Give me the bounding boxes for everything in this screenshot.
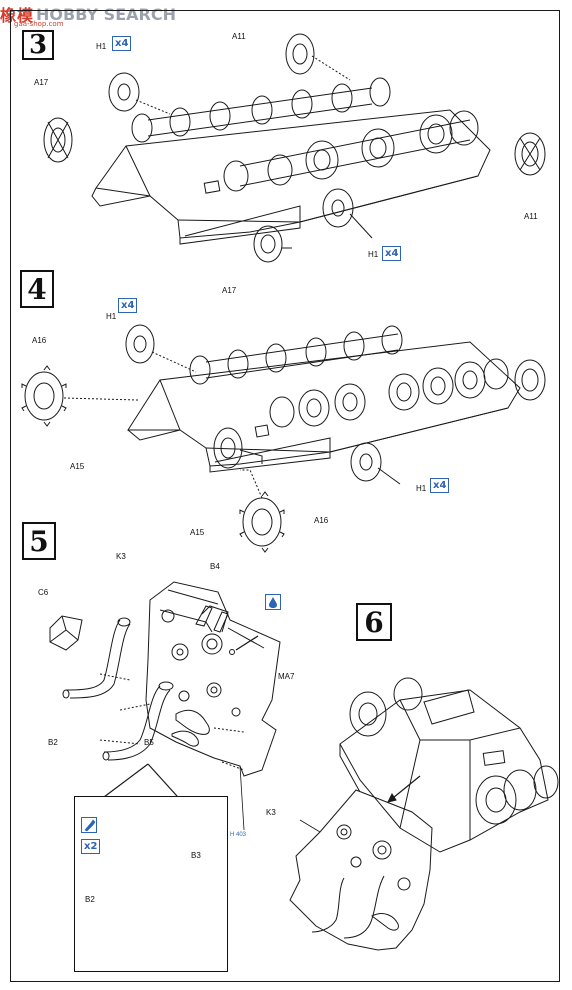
step3-loose-wheels xyxy=(108,72,373,239)
label-b3: B3 xyxy=(191,851,201,860)
step3-idler-wheels xyxy=(43,33,546,263)
label-h1: H1 xyxy=(106,312,117,321)
cement-icon xyxy=(265,594,281,610)
label-b4: B4 xyxy=(210,562,220,571)
step-6-badge: 6 xyxy=(356,603,392,641)
label-b5: B5 xyxy=(144,738,154,747)
label-a15: A15 xyxy=(70,462,85,471)
step-3-badge: 3 xyxy=(22,30,54,60)
label-k3: K3 xyxy=(266,808,276,817)
step6-hull xyxy=(339,677,559,853)
quantity-badge: x4 xyxy=(382,246,402,261)
step4-road-wheels xyxy=(189,325,546,428)
quantity-badge: x2 xyxy=(81,839,101,854)
label-a17: A17 xyxy=(222,286,237,295)
step3-road-wheels xyxy=(131,77,479,192)
detail-inset: x2 B3 B2 xyxy=(74,796,228,972)
watermark-url: gaa-shop.com xyxy=(14,20,64,28)
quantity-badge: x4 xyxy=(430,478,450,493)
step5-rear-plate xyxy=(145,581,281,777)
label-h403: H 403 xyxy=(230,832,247,838)
label-a17: A17 xyxy=(34,78,49,87)
label-a16: A16 xyxy=(32,336,47,345)
paint-brush-icon xyxy=(81,817,97,833)
label-k3: K3 xyxy=(116,552,126,561)
quantity-badge: x4 xyxy=(118,298,138,313)
label-ma7: MA7 xyxy=(278,672,295,681)
label-b2: B2 xyxy=(85,895,95,904)
step4-sprockets xyxy=(21,365,285,553)
label-a11: A11 xyxy=(232,32,246,41)
label-a11: A11 xyxy=(524,212,538,221)
label-a15: A15 xyxy=(190,528,205,537)
page-border xyxy=(10,10,560,982)
label-h1: H1 xyxy=(368,250,379,259)
step4-loose-wheels xyxy=(125,324,401,485)
step6-rear-plate xyxy=(289,789,433,951)
step4-hull xyxy=(127,341,521,473)
label-h1: H1 xyxy=(96,42,107,51)
label-h1: H1 xyxy=(416,484,427,493)
quantity-badge: x4 xyxy=(112,36,132,51)
watermark-text: HOBBY SEARCH xyxy=(36,4,176,24)
label-a16: A16 xyxy=(314,516,329,525)
step-5-badge: 5 xyxy=(22,522,56,560)
label-c6: C6 xyxy=(38,588,49,597)
label-b2: B2 xyxy=(48,738,58,747)
step-4-badge: 4 xyxy=(20,270,54,308)
step3-hull xyxy=(91,109,491,245)
step5-parts xyxy=(49,605,259,831)
